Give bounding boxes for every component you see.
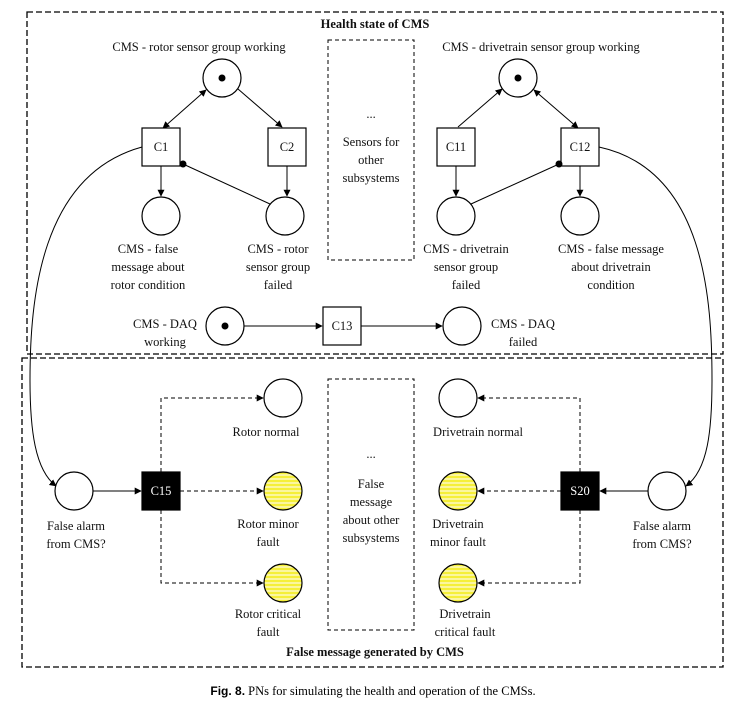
health-state-title: Health state of CMS (321, 17, 430, 31)
drivetrain-working-label: CMS - drivetrain sensor group working (442, 40, 640, 54)
transition-c2 (267, 127, 307, 167)
false-alarm-left-label-2: from CMS? (46, 537, 106, 551)
caption-label: Fig. 8. (210, 684, 246, 698)
place-rotor-minor-fault (263, 471, 303, 511)
rotor-normal-label: Rotor normal (232, 425, 300, 439)
sensors-line1: Sensors for (343, 135, 400, 149)
rotor-failed-label-2: sensor group (246, 260, 310, 274)
dashed-arc-c15-normal (160, 394, 264, 472)
drivetrain-failed-label: CMS - drivetrain (423, 242, 509, 256)
arc-c1-to-false-alarm-left (29, 146, 143, 487)
drivetrain-critical-label-2: critical fault (435, 625, 496, 639)
dashed-arc-s20-normal (477, 394, 581, 472)
rotor-failed-label: CMS - rotor (247, 242, 309, 256)
rotor-minor-label: Rotor minor (237, 517, 299, 531)
other-sensors-placeholder (327, 39, 415, 261)
c15-label: C15 (151, 484, 172, 498)
sensors-line3: subsystems (343, 171, 400, 185)
s20-label: S20 (570, 484, 589, 498)
other-false-message-placeholder (327, 378, 415, 631)
daq-working-label-2: working (144, 335, 186, 349)
drivetrain-failed-label-2: sensor group (434, 260, 498, 274)
rotor-false-msg-label-3: rotor condition (111, 278, 186, 292)
false-message-box (21, 357, 724, 668)
c2-label: C2 (280, 140, 295, 154)
health-state-box (26, 11, 724, 355)
false-line3: about other (343, 513, 400, 527)
rotor-failed-label-3: failed (264, 278, 293, 292)
drivetrain-minor-label: Drivetrain (432, 517, 484, 531)
token (218, 74, 226, 82)
daq-failed-label: CMS - DAQ (491, 317, 555, 331)
drivetrain-false-msg-label-3: condition (587, 278, 635, 292)
inhibitor-dot (555, 160, 563, 168)
arc-c12-to-false-alarm-right (598, 146, 713, 487)
transition-c13 (322, 306, 362, 346)
arc (162, 89, 207, 129)
place-rotor-failed (265, 196, 305, 236)
drivetrain-false-msg-label-2: about drivetrain (571, 260, 651, 274)
sensors-dots: ... (366, 107, 375, 121)
c13-label: C13 (332, 319, 353, 333)
token (221, 322, 229, 330)
false-message-title: False message generated by CMS (286, 645, 464, 659)
inhibitor-arc (182, 163, 271, 205)
transition-s20 (560, 471, 600, 511)
c12-label: C12 (570, 140, 591, 154)
false-alarm-right-label: False alarm (633, 519, 691, 533)
arc (533, 89, 579, 129)
sensors-line2: other (358, 153, 385, 167)
daq-working-label: CMS - DAQ (133, 317, 197, 331)
drivetrain-normal-label: Drivetrain normal (433, 425, 523, 439)
false-line4: subsystems (343, 531, 400, 545)
place-drivetrain-minor-fault (438, 471, 478, 511)
figure-caption: Fig. 8. PNs for simulating the health an… (0, 684, 746, 699)
false-line2: message (350, 495, 393, 509)
place-rotor-critical-fault (263, 563, 303, 603)
caption-text: PNs for simulating the health and operat… (248, 684, 536, 698)
false-dots: ... (366, 447, 375, 461)
rotor-minor-label-2: fault (257, 535, 280, 549)
place-rotor-false-message (141, 196, 181, 236)
place-false-alarm-right (647, 471, 687, 511)
arc (457, 88, 503, 128)
place-daq-failed (442, 306, 482, 346)
daq-failed-label-2: failed (509, 335, 538, 349)
false-alarm-left-label: False alarm (47, 519, 105, 533)
place-drivetrain-failed (436, 196, 476, 236)
inhibitor-arc (470, 163, 560, 205)
place-false-alarm-left (54, 471, 94, 511)
drivetrain-false-msg-label: CMS - false message (558, 242, 664, 256)
rotor-false-msg-label: CMS - false (118, 242, 179, 256)
arc (237, 88, 283, 128)
rotor-false-msg-label-2: message about (111, 260, 185, 274)
place-drivetrain-critical-fault (438, 563, 478, 603)
dashed-arc-c15-critical (160, 510, 264, 587)
place-drivetrain-normal (438, 378, 478, 418)
c11-label: C11 (446, 140, 466, 154)
c1-label: C1 (154, 140, 169, 154)
place-rotor-normal (263, 378, 303, 418)
drivetrain-failed-label-3: failed (452, 278, 481, 292)
drivetrain-minor-label-2: minor fault (430, 535, 486, 549)
false-alarm-right-label-2: from CMS? (632, 537, 692, 551)
rotor-critical-label: Rotor critical (235, 607, 302, 621)
dashed-arc-s20-critical (477, 510, 581, 587)
false-line1: False (358, 477, 385, 491)
place-drivetrain-false-message (560, 196, 600, 236)
drivetrain-critical-label: Drivetrain (439, 607, 491, 621)
rotor-critical-label-2: fault (257, 625, 280, 639)
inhibitor-dot (179, 160, 187, 168)
token (514, 74, 522, 82)
rotor-working-label: CMS - rotor sensor group working (112, 40, 286, 54)
